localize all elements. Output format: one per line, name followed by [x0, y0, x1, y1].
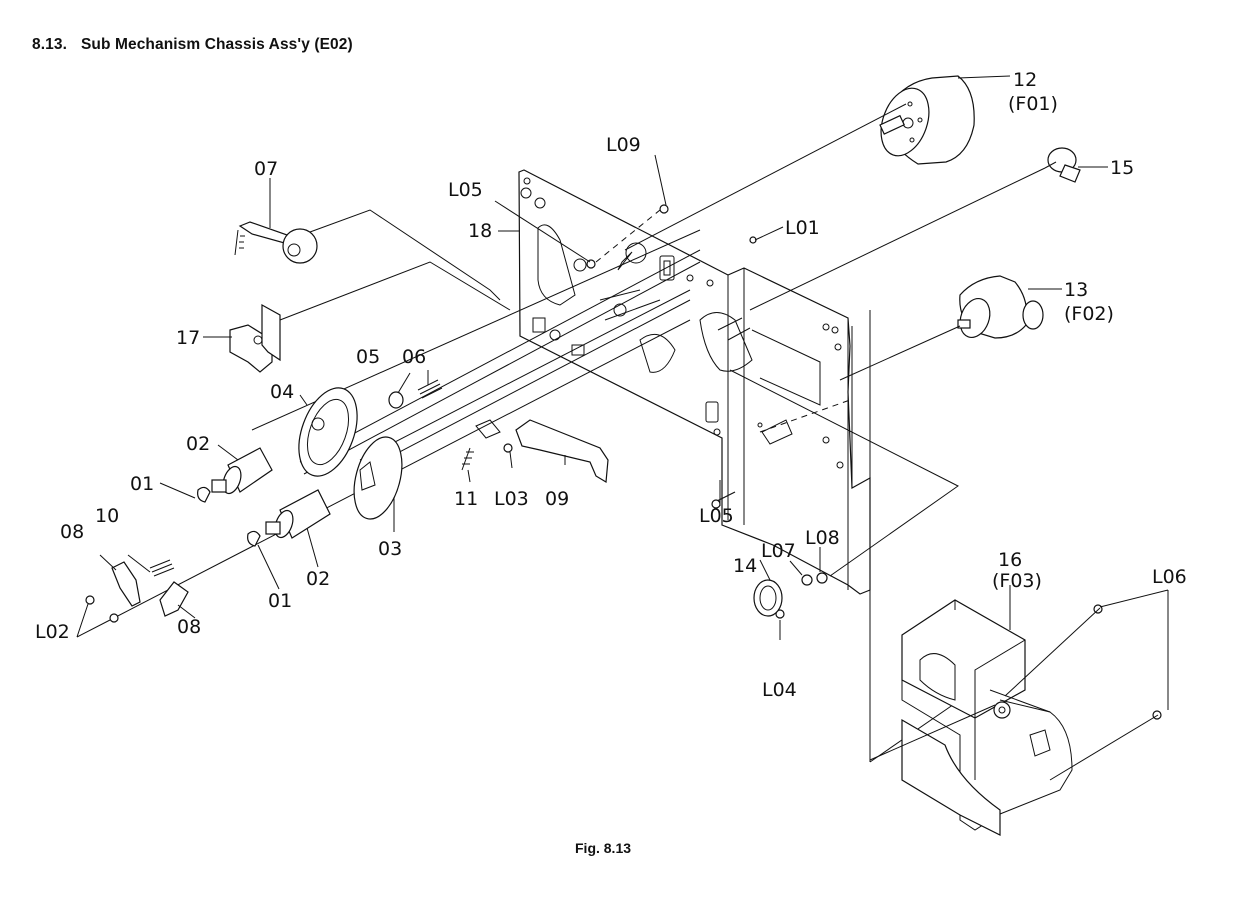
roller-02-upper [211, 447, 273, 495]
callout-01-upper: 01 [130, 473, 154, 495]
callout-08-right: 08 [177, 616, 201, 638]
callout-L05-lower: L05 [699, 505, 734, 527]
callout-03: 03 [378, 538, 402, 560]
gearbox-16 [901, 599, 1073, 836]
callout-10: 10 [95, 505, 119, 527]
callout-L09: L09 [606, 134, 641, 156]
callout-L06: L06 [1152, 566, 1187, 588]
spring-11 [461, 447, 474, 471]
callout-07: 07 [254, 158, 278, 180]
clip-L03 [503, 443, 513, 453]
assembly-lines [279, 103, 1159, 781]
callout-16-subcode: (F03) [992, 570, 1042, 592]
callout-04: 04 [270, 381, 294, 403]
screw-L04 [775, 609, 785, 619]
spring-10 [149, 559, 175, 577]
callout-L04: L04 [762, 679, 797, 701]
callout-13: 13 [1064, 279, 1088, 301]
callout-11: 11 [454, 488, 478, 510]
callout-15: 15 [1110, 157, 1134, 179]
callout-L08: L08 [805, 527, 840, 549]
callout-18: 18 [468, 220, 492, 242]
callout-02-lower: 02 [306, 568, 330, 590]
label-leaders [76, 75, 1169, 710]
callout-12-subcode: (F01) [1008, 93, 1058, 115]
washer-L08 [816, 572, 828, 584]
callout-L03: L03 [494, 488, 529, 510]
section-number: 8.13. [32, 36, 67, 53]
callout-L07: L07 [761, 540, 796, 562]
lever-07 [234, 221, 318, 264]
callout-L02: L02 [35, 621, 70, 643]
sensor-15 [1044, 147, 1081, 183]
lever-08-left [111, 561, 141, 607]
callout-14: 14 [733, 555, 757, 577]
spring-05 [388, 391, 404, 409]
callout-17: 17 [176, 327, 200, 349]
bracket-17 [229, 303, 281, 373]
lever-08-right [159, 581, 189, 617]
callout-13-subcode: (F02) [1064, 303, 1114, 325]
cap-01-lower [247, 530, 261, 547]
callout-L01: L01 [785, 217, 820, 239]
screw-L05-upper [586, 259, 596, 269]
callout-12: 12 [1013, 69, 1037, 91]
lever-09 [475, 419, 609, 484]
pulley-03 [353, 436, 403, 520]
gear-04 [298, 387, 358, 477]
callout-L05-upper: L05 [448, 179, 483, 201]
clip-L02-a [85, 595, 95, 605]
callout-16: 16 [998, 549, 1022, 571]
screw-L09 [659, 204, 669, 214]
clip-L02-b [109, 613, 119, 623]
motor-12 [879, 75, 975, 165]
chassis-plate [518, 169, 871, 595]
cap-01-upper [197, 486, 211, 503]
roller-02-lower [265, 489, 331, 539]
figure-caption: Fig. 8.13 [575, 840, 632, 856]
section-title: Sub Mechanism Chassis Ass'y (E02) [80, 36, 353, 53]
callout-08-left: 08 [60, 521, 84, 543]
callout-06: 06 [402, 346, 426, 368]
bushing-14 [753, 579, 783, 617]
callout-02-upper: 02 [186, 433, 210, 455]
callout-01-lower: 01 [268, 590, 292, 612]
motor-13 [957, 275, 1044, 339]
callout-05: 05 [356, 346, 380, 368]
section-heading: 8.13. Sub Mechanism Chassis Ass'y (E02) [32, 36, 353, 54]
washer-L07 [801, 574, 813, 586]
callout-09: 09 [545, 488, 569, 510]
